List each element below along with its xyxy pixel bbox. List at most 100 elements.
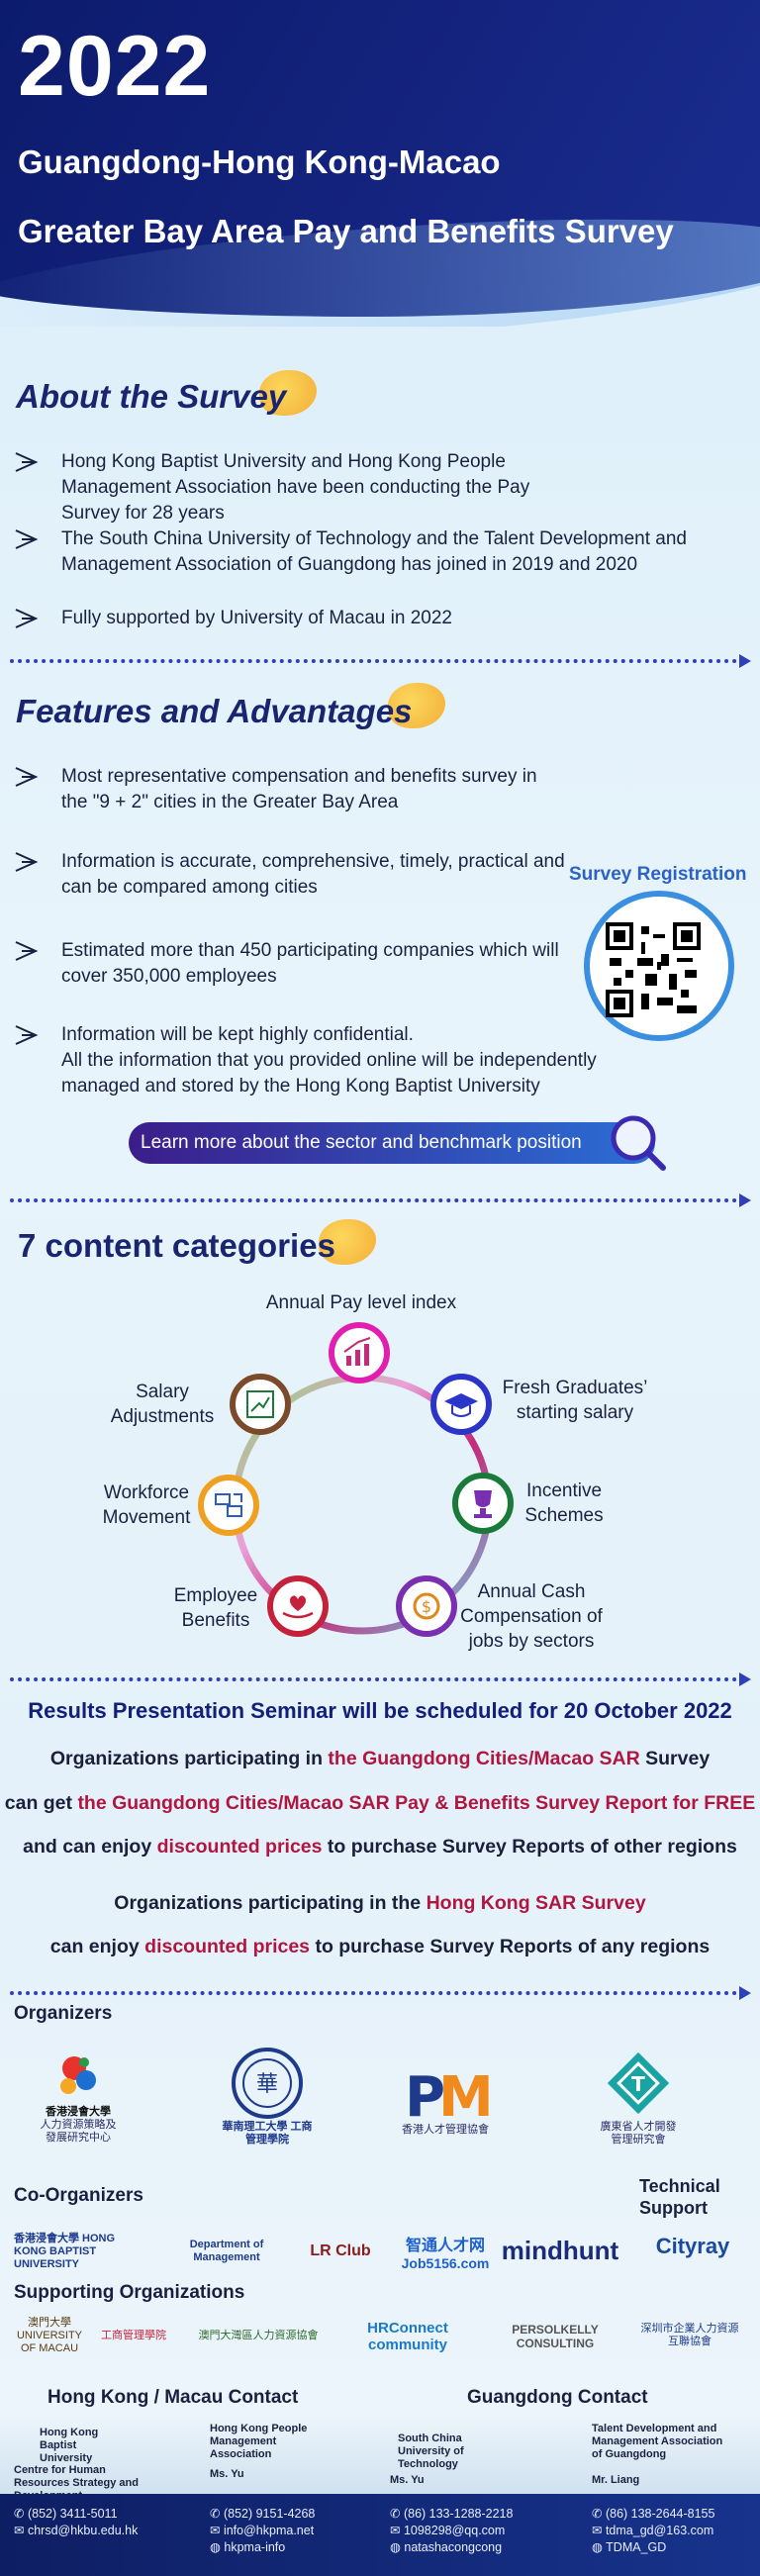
chevron-right-icon xyxy=(15,767,39,787)
guangdong-contact-heading: Guangdong Contact xyxy=(467,2387,648,2408)
persolkelly-logo: PERSOLKELLY CONSULTING xyxy=(512,2323,599,2350)
mindhunt-logo: mindhunt xyxy=(501,2235,619,2265)
section-divider xyxy=(10,654,751,668)
header-banner: 2022 Guangdong-Hong Kong-Macao Greater B… xyxy=(0,0,760,327)
pay-index-chart-icon xyxy=(329,1322,390,1383)
category-label-benefits: Employee Benefits xyxy=(173,1585,258,1631)
contact-col-2: ✆ (852) 9151-4268 ✉ info@hkpma.net ◍ hkp… xyxy=(210,2507,316,2554)
title-blob-decoration xyxy=(388,683,445,728)
hk-macau-contact-heading: Hong Kong / Macau Contact xyxy=(48,2387,299,2408)
hkbu-chrsd-logo: 香港浸會大學 人力資源策略及 發展研究中心 xyxy=(24,2039,133,2152)
title-blob-decoration xyxy=(259,370,317,416)
category-label-incentive: Incentive Schemes xyxy=(524,1480,604,1526)
chevron-right-icon xyxy=(15,529,39,549)
email-icon: ✉ xyxy=(14,2524,28,2537)
contact-col-1: ✆ (852) 3411-5011 ✉ chrsd@hkbu.edu.hk xyxy=(14,2507,139,2537)
technical-support-heading: Technical Support xyxy=(639,2176,720,2218)
category-label-annual-cash: Annual Cash Compensation of jobs by sect… xyxy=(460,1581,603,1652)
scut-seal-icon: 華 xyxy=(232,2047,303,2119)
cityray-logo: Cityray xyxy=(655,2234,730,2258)
section-divider xyxy=(10,1672,751,1686)
feature-item-2: Information is accurate, comprehensive, … xyxy=(14,849,568,901)
co-organizers-heading: Co-Organizers xyxy=(14,2185,143,2206)
hkpma-pm-icon: PM xyxy=(405,2065,490,2124)
email-icon: ✉ xyxy=(210,2524,224,2537)
seminar-title: Results Presentation Seminar will be sch… xyxy=(28,1698,732,1723)
contact-org-tdma: Talent Development and Management Associ… xyxy=(592,2423,723,2460)
about-item-2: The South China University of Technology… xyxy=(14,526,726,578)
feature-item-3: Estimated more than 450 participating co… xyxy=(14,938,568,990)
contact-name-tdma: Mr. Liang xyxy=(592,2474,640,2486)
section-divider xyxy=(10,1986,751,2000)
seminar-line-4: Organizations participating in the Hong … xyxy=(114,1892,646,1914)
hrconnect-logo: HRConnect community xyxy=(367,2320,448,2353)
header-title-line2: Greater Bay Area Pay and Benefits Survey xyxy=(18,213,674,249)
seminar-line-5: can enjoy discounted prices to purchase … xyxy=(49,1936,711,1957)
salary-adjustment-icon xyxy=(230,1374,291,1435)
svg-text:$: $ xyxy=(422,1597,431,1616)
category-label-fresh-graduates: Fresh Graduates’ starting salary xyxy=(502,1378,648,1423)
seminar-line-3: and can enjoy discounted prices to purch… xyxy=(23,1836,737,1858)
supporting-organizations-heading: Supporting Organizations xyxy=(14,2282,245,2303)
chevron-right-icon xyxy=(15,852,39,872)
email-icon: ✉ xyxy=(390,2524,404,2537)
benefits-hand-heart-icon xyxy=(267,1575,329,1637)
svg-text:T: T xyxy=(631,2072,645,2096)
contact-org-hkpma: Hong Kong People Management Association xyxy=(210,2423,308,2460)
feature-item-4: Information will be kept highly confiden… xyxy=(14,1022,667,1099)
feature-item-1: Most representative compensation and ben… xyxy=(14,764,568,815)
contact-footer: ✆ (852) 3411-5011 ✉ chrsd@hkbu.edu.hk ✆ … xyxy=(0,2494,760,2576)
chevron-right-icon xyxy=(15,1025,39,1045)
workforce-movement-icon xyxy=(198,1475,259,1536)
categories-title: 7 content categories xyxy=(18,1227,335,1264)
dept-management-logo: Department of Management xyxy=(189,2239,264,2263)
categories-wheel: $ Annual Pay level index Fresh Graduates… xyxy=(0,1287,760,1663)
section-divider xyxy=(10,1193,751,1207)
chevron-right-icon xyxy=(15,609,39,628)
svg-text:華: 華 xyxy=(256,2072,278,2097)
header-title-line1: Guangdong-Hong Kong-Macao xyxy=(18,143,501,180)
category-label-workforce: Workforce Movement xyxy=(102,1482,191,1528)
about-item-1: Hong Kong Baptist University and Hong Ko… xyxy=(14,449,568,526)
business-school-logo: 工商管理學院 xyxy=(101,2329,166,2341)
university-of-macau-logo: 澳門大學 UNIVERSITY OF MACAU xyxy=(16,2316,82,2354)
features-title: Features and Advantages xyxy=(16,693,413,729)
graduation-cap-icon xyxy=(430,1374,492,1435)
chevron-right-icon xyxy=(15,941,39,961)
email-icon: ✉ xyxy=(592,2524,606,2537)
svg-text:M: M xyxy=(438,2065,490,2124)
phone-icon: ✆ xyxy=(390,2507,404,2521)
about-item-3: Fully supported by University of Macau i… xyxy=(14,606,568,631)
qr-code-icon[interactable] xyxy=(606,922,701,1017)
seminar-line-2: can get the Guangdong Cities/Macao SAR P… xyxy=(4,1792,756,1814)
header-year: 2022 xyxy=(18,19,212,114)
organizers-heading: Organizers xyxy=(14,2003,113,2024)
phone-icon: ✆ xyxy=(210,2507,224,2521)
svg-text:P: P xyxy=(405,2065,445,2124)
wechat-icon: ◍ xyxy=(592,2540,607,2554)
tdma-logo: T 廣東省人才開發 管理研究會 xyxy=(584,2039,693,2152)
seminar-line-1: Organizations participating in the Guang… xyxy=(49,1748,711,1769)
about-title: About the Survey xyxy=(16,378,287,415)
contact-org-hkbu: Hong Kong Baptist University xyxy=(40,2427,99,2464)
tdma-diamond-icon: T xyxy=(607,2051,670,2114)
contact-col-4: ✆ (86) 138-2644-8155 ✉ tdma_gd@163.com ◍… xyxy=(592,2507,715,2554)
magnifier-icon xyxy=(611,1115,666,1171)
wechat-icon: ◍ xyxy=(390,2540,405,2554)
wechat-icon: ◍ xyxy=(210,2540,225,2554)
contact-col-3: ✆ (86) 133-1288-2218 ✉ 1098298@qq.com ◍ … xyxy=(390,2507,514,2554)
contact-name-scut: Ms. Yu xyxy=(390,2474,425,2486)
shenzhen-hr-association-logo: 深圳市企業人力資源 互聯協會 xyxy=(640,2323,739,2347)
phone-icon: ✆ xyxy=(592,2507,606,2521)
cash-coin-icon: $ xyxy=(396,1575,457,1637)
learn-more-button[interactable]: Learn more about the sector and benchmar… xyxy=(129,1122,655,1164)
hkbu-emblem-icon xyxy=(60,2056,96,2094)
chevron-right-icon xyxy=(15,452,39,472)
phone-icon: ✆ xyxy=(14,2507,28,2521)
survey-registration-label: Survey Registration xyxy=(569,864,747,885)
lr-club-logo: LR Club xyxy=(310,2242,371,2259)
contact-name-hkpma: Ms. Yu xyxy=(210,2468,244,2480)
incentive-trophy-icon xyxy=(452,1473,514,1534)
